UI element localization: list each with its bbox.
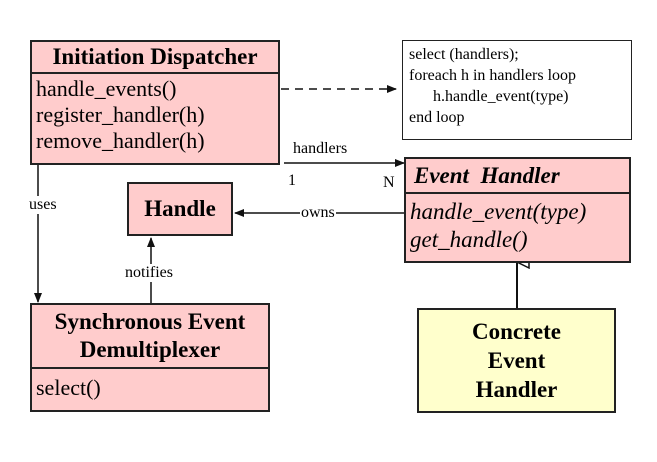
label-mult-n: N xyxy=(383,174,395,191)
concrete-event-handler-class[interactable]: Concrete Event Handler xyxy=(417,308,616,413)
note-line-3: h.handle_event(type) xyxy=(433,88,569,105)
initiation-dispatcher-title: Initiation Dispatcher xyxy=(32,42,278,74)
demultiplexer-title-line1: Synchronous Event xyxy=(54,309,246,334)
concrete-line2: Event xyxy=(487,348,546,373)
pseudocode-note: select (handlers); foreach h in handlers… xyxy=(402,40,632,140)
label-uses: uses xyxy=(27,196,59,214)
label-notifies: notifies xyxy=(123,264,175,282)
method-register-handler: register_handler(h) xyxy=(36,102,205,127)
handle-title: Handle xyxy=(144,196,216,221)
event-handler-class[interactable]: Event Handler handle_event(type) get_han… xyxy=(404,157,631,263)
concrete-line3: Handler xyxy=(475,377,558,402)
method-select: select() xyxy=(36,375,101,400)
initiation-dispatcher-class[interactable]: Initiation Dispatcher handle_events() re… xyxy=(30,40,280,165)
method-remove-handler: remove_handler(h) xyxy=(36,128,205,153)
demultiplexer-class[interactable]: Synchronous Event Demultiplexer select() xyxy=(30,303,270,412)
label-mult-one: 1 xyxy=(288,172,296,189)
label-owns: owns xyxy=(300,204,336,222)
note-line-4: end loop xyxy=(409,109,465,126)
method-handle-event: handle_event(type) xyxy=(410,199,587,224)
note-line-1: select (handlers); xyxy=(409,46,519,63)
demultiplexer-title-line2: Demultiplexer xyxy=(79,337,221,362)
concrete-line1: Concrete xyxy=(472,319,561,344)
method-handle-events: handle_events() xyxy=(36,76,177,101)
note-line-2: foreach h in handlers loop xyxy=(409,67,577,84)
method-get-handle: get_handle() xyxy=(410,227,528,252)
handle-class[interactable]: Handle xyxy=(127,182,233,236)
label-handlers: handlers xyxy=(293,140,348,157)
event-handler-title: Event Handler xyxy=(406,159,629,194)
demultiplexer-title: Synchronous Event Demultiplexer xyxy=(32,305,268,369)
